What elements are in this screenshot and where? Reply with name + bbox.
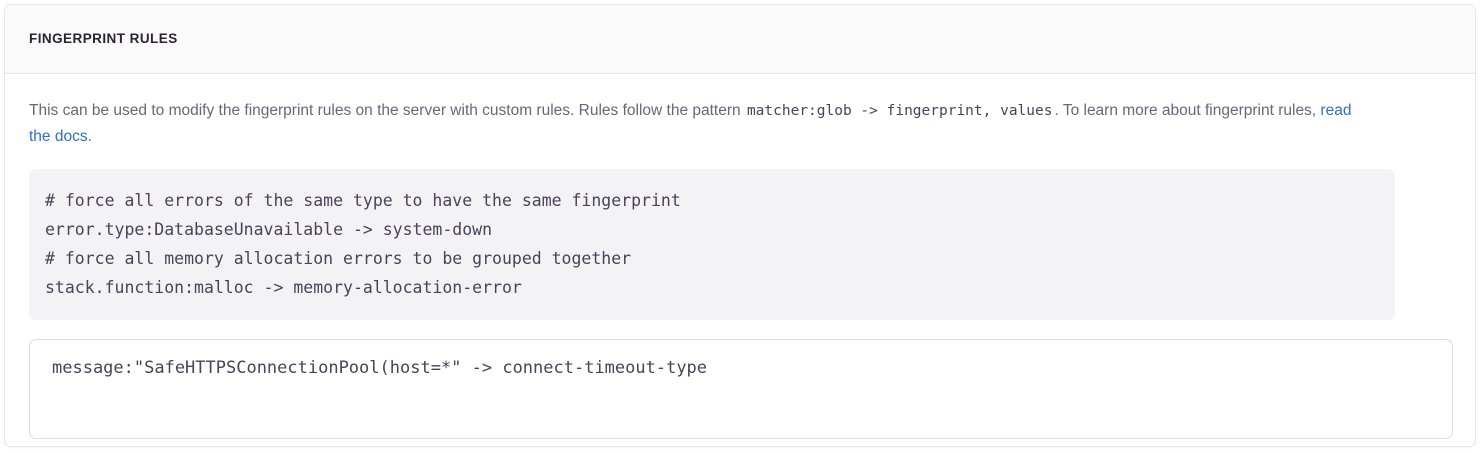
panel-body: This can be used to modify the fingerpri… <box>5 74 1475 439</box>
fingerprint-rules-panel: FINGERPRINT RULES This can be used to mo… <box>4 4 1476 447</box>
description-after-link: . <box>87 128 92 145</box>
description-after-code: . To learn more about fingerprint rules, <box>1054 102 1321 119</box>
description-text: This can be used to modify the fingerpri… <box>29 98 1377 150</box>
page-title: FINGERPRINT RULES <box>29 31 178 47</box>
inline-code-pattern: matcher:glob -> fingerprint, values <box>746 103 1053 119</box>
fingerprint-rules-input[interactable] <box>29 339 1453 439</box>
example-rules-code-block: # force all errors of the same type to h… <box>29 169 1395 320</box>
panel-header: FINGERPRINT RULES <box>5 5 1475 74</box>
read-the-docs-link[interactable]: read the docs <box>29 102 1352 145</box>
description-before-code: This can be used to modify the fingerpri… <box>29 102 745 119</box>
